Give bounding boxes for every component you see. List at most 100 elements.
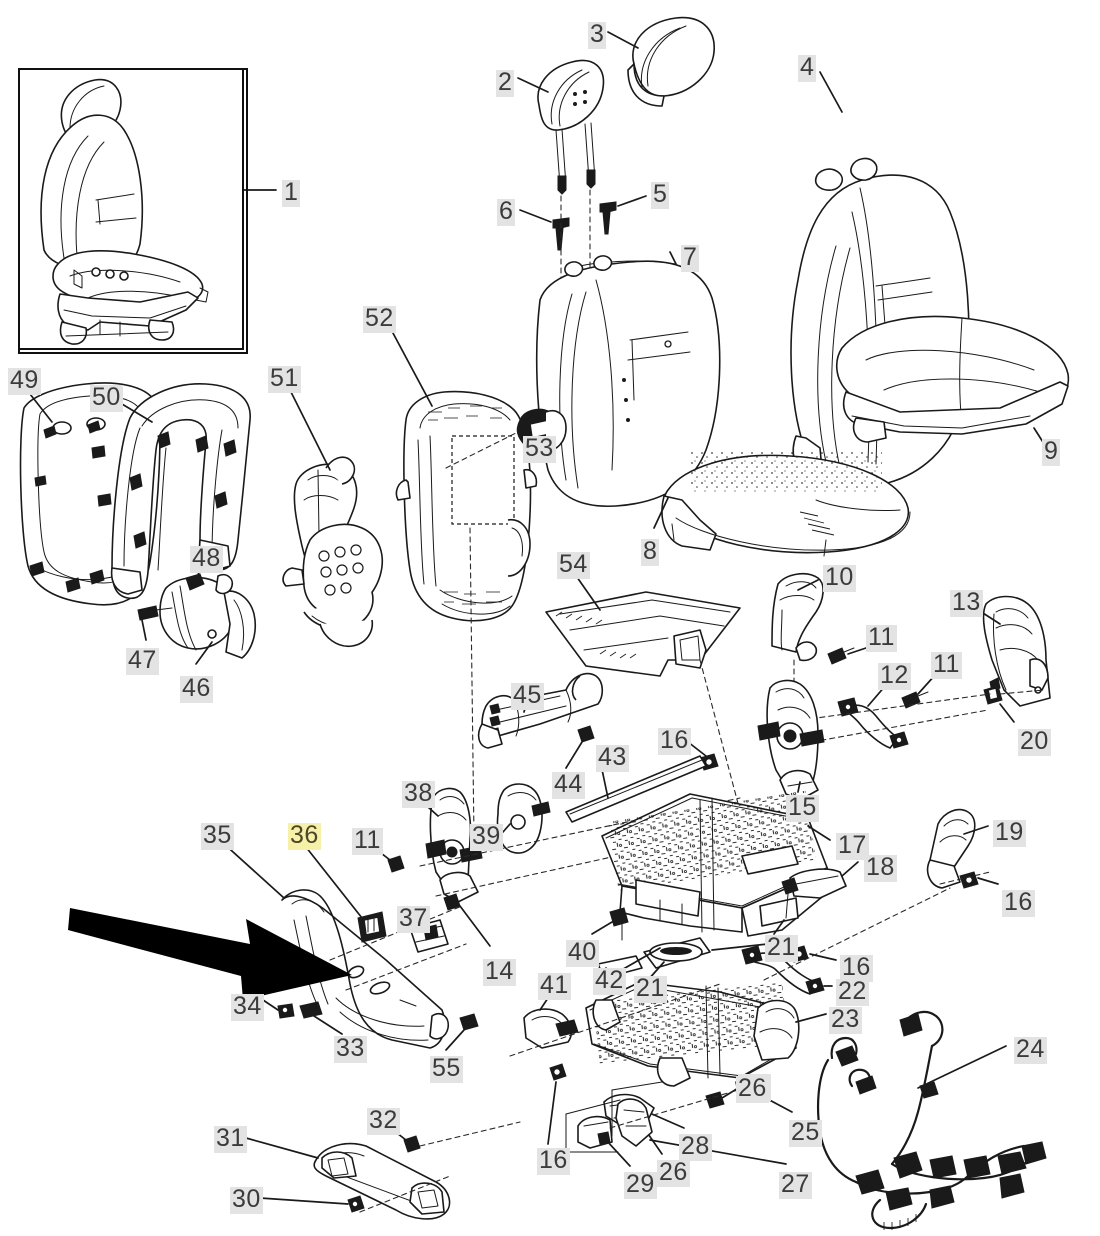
torsion-rod-43	[565, 755, 707, 823]
callout-46: 46	[180, 674, 213, 703]
bolt-16-b	[939, 871, 999, 889]
callout-27: 27	[779, 1170, 812, 1199]
callout-45: 45	[511, 681, 544, 710]
callout-51: 51	[268, 364, 301, 393]
guide-sleeve-6	[519, 209, 570, 251]
callout-21: 21	[765, 933, 798, 962]
screw-34	[259, 997, 295, 1019]
callout-23: 23	[829, 1005, 862, 1034]
callout-17: 17	[836, 831, 869, 860]
callout-25: 25	[789, 1118, 822, 1147]
wire-harness-24	[816, 1010, 1047, 1230]
callout-28: 28	[679, 1132, 712, 1161]
callout-22: 22	[836, 977, 869, 1006]
callout-7: 7	[681, 243, 700, 272]
callout-36: 36	[288, 821, 321, 850]
callout-31: 31	[214, 1124, 247, 1153]
outer-trim-13	[971, 595, 1051, 707]
guide-sleeve-5	[599, 195, 647, 235]
heater-pad-54	[545, 569, 745, 827]
callout-39: 39	[470, 822, 503, 851]
lumbar-mat-51	[282, 385, 384, 648]
clip-40	[591, 907, 629, 941]
callout-16: 16	[658, 726, 691, 755]
callout-4: 4	[798, 53, 817, 82]
bracket-27	[611, 1081, 787, 1165]
callout-26: 26	[657, 1158, 690, 1187]
recliner-link-39	[495, 783, 551, 854]
callout-15: 15	[786, 793, 819, 822]
callout-54: 54	[557, 550, 590, 579]
callout-43: 43	[596, 743, 629, 772]
callout-11: 11	[931, 650, 962, 679]
callout-16: 16	[840, 953, 873, 982]
callout-41: 41	[538, 971, 571, 1000]
callout-11: 11	[352, 826, 383, 855]
callout-29: 29	[624, 1170, 657, 1199]
callout-9: 9	[1042, 437, 1061, 466]
callout-16: 16	[1002, 888, 1035, 917]
callout-1: 1	[282, 178, 301, 207]
callout-34: 34	[231, 992, 264, 1021]
seat-back-frame-52	[385, 319, 538, 839]
lumbar-adjuster-46	[159, 573, 257, 665]
callout-3: 3	[588, 20, 607, 49]
callout-52: 52	[363, 304, 396, 333]
callout-30: 30	[230, 1185, 263, 1214]
screw-44	[565, 725, 595, 769]
screw-26-b	[705, 1081, 749, 1109]
inner-trim-31	[245, 1137, 451, 1220]
annotation-arrow-shape	[68, 908, 352, 1000]
inset-seat-assembly	[18, 68, 277, 350]
screw-55	[445, 1013, 479, 1051]
head-restraint-2	[517, 59, 605, 195]
callout-26: 26	[736, 1074, 769, 1103]
screw-11-a	[827, 647, 867, 665]
callout-47: 47	[126, 646, 159, 675]
bolt-16-d	[547, 1063, 567, 1145]
bracket-29	[565, 1099, 631, 1167]
recliner-knob-53	[445, 408, 567, 469]
screw-30	[259, 1195, 365, 1213]
head-restraint-3	[607, 16, 715, 107]
callout-6: 6	[497, 197, 516, 226]
callout-32: 32	[367, 1106, 400, 1135]
callout-8: 8	[641, 537, 660, 566]
recliner-bracket-15	[757, 679, 825, 801]
seat-cushion-cover-9	[835, 315, 1070, 451]
callout-21: 21	[634, 974, 667, 1003]
callout-10: 10	[823, 563, 856, 592]
callout-2: 2	[496, 68, 515, 97]
callout-35: 35	[201, 821, 234, 850]
callout-38: 38	[402, 779, 435, 808]
link-22	[741, 945, 833, 995]
callout-50: 50	[90, 383, 123, 412]
lower-frame-23	[585, 981, 827, 1087]
callout-14: 14	[483, 957, 516, 986]
callout-55: 55	[430, 1054, 463, 1083]
bolt-14	[443, 893, 491, 947]
callout-53: 53	[523, 434, 556, 463]
callout-48: 48	[190, 544, 223, 573]
callout-5: 5	[651, 180, 670, 209]
bushing-20	[983, 685, 1045, 723]
seat-back-bezel-50	[110, 383, 251, 600]
callout-42: 42	[593, 966, 626, 995]
callout-40: 40	[566, 938, 599, 967]
callout-19: 19	[993, 818, 1026, 847]
buckle-19	[926, 808, 989, 889]
callout-44: 44	[552, 770, 585, 799]
inset-frame	[18, 68, 248, 354]
pin-47	[137, 605, 173, 641]
callout-18: 18	[864, 853, 897, 882]
seat-cushion-pad-8	[653, 452, 911, 557]
callout-33: 33	[334, 1034, 367, 1063]
callout-37: 37	[397, 904, 430, 933]
side-shield-10	[771, 572, 824, 693]
callout-16: 16	[537, 1146, 570, 1175]
clip-33	[299, 1001, 343, 1035]
callout-20: 20	[1018, 727, 1051, 756]
callout-13: 13	[950, 588, 983, 617]
